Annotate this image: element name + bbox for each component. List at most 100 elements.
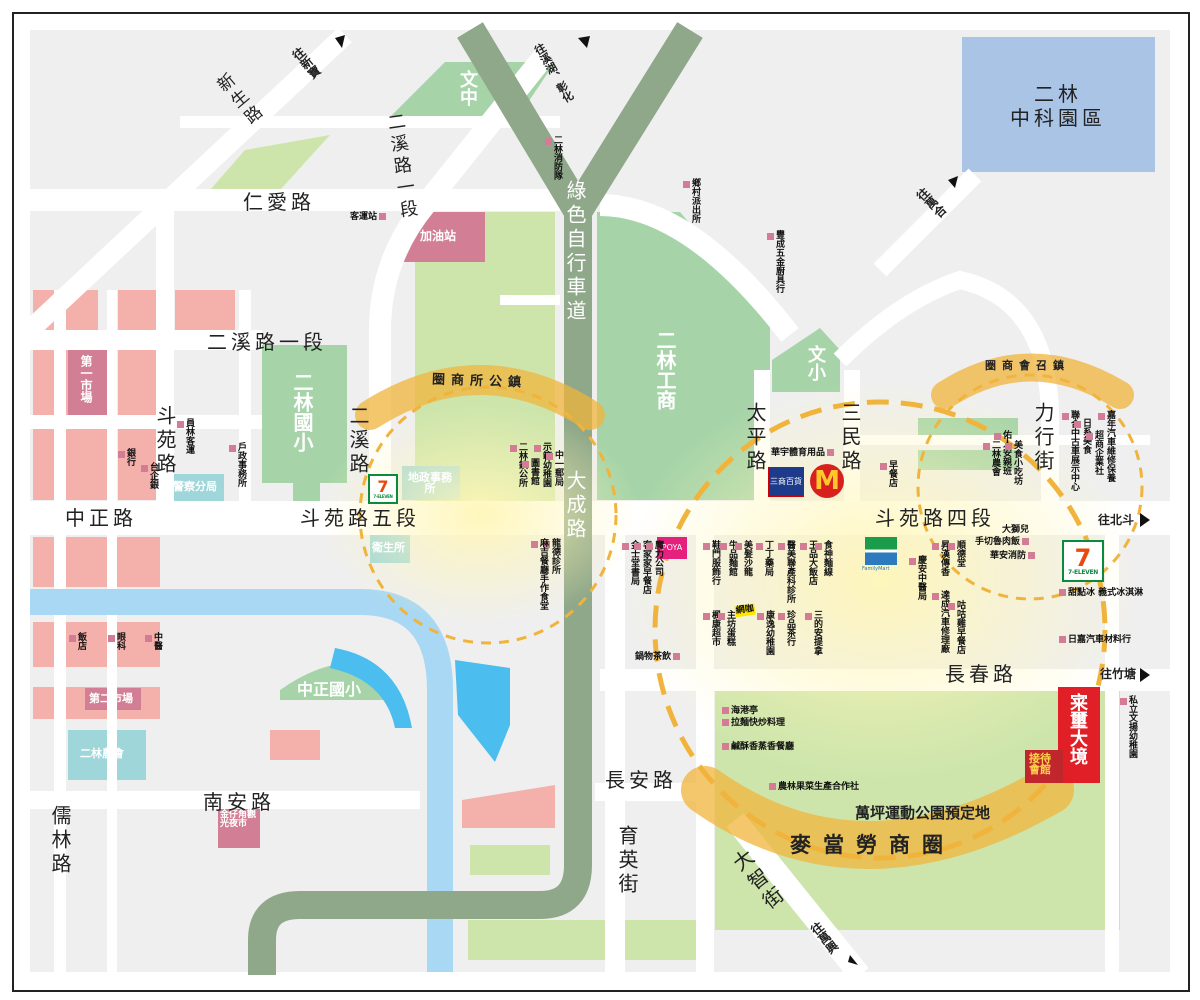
science-park-block: [962, 37, 1155, 172]
seven-eleven-logo-west: 7 7-ELEVEN: [368, 474, 398, 504]
poi: 台企銀: [141, 462, 158, 489]
poi: 農林果菜生產合作社: [767, 783, 859, 792]
familymart-label: FamilyMart: [862, 566, 890, 572]
road-zhongzheng: 中正路: [65, 506, 137, 530]
poi: 鄉村派出所: [683, 178, 700, 223]
poi: 戶政事務所: [229, 442, 246, 487]
poi: 魔力公司: [646, 540, 663, 576]
poi: 丁丁藥局: [756, 540, 773, 576]
poi: 牛品麵館: [720, 540, 737, 576]
zone-town-hall-label: 圈商所公鎮: [431, 372, 528, 391]
project-name[interactable]: 宷璽大境: [1067, 693, 1088, 765]
area-health: 衛生所: [372, 541, 405, 554]
area-zhongzheng-elementary: 中正國小: [297, 680, 362, 699]
poi: 康逸幼稚園: [757, 610, 774, 655]
zone-band-mcd: [681, 766, 1074, 869]
poi: 珍品茶行: [778, 610, 795, 646]
zone-assoc-label: 圈商會召鎮: [985, 359, 1070, 372]
road-douyuan-4: 斗苑路四段: [875, 506, 995, 530]
poi: 食神麵線: [815, 540, 832, 576]
road-sanmin: 三民路: [838, 402, 862, 474]
poi: 華安消防: [990, 552, 1037, 561]
road-bikeway: 綠色自行車道: [563, 180, 587, 324]
area-police: 警察分局: [173, 480, 217, 493]
poi: 玉品大飯店: [800, 540, 817, 585]
poi: 客運站: [350, 213, 388, 222]
market-1-block: [68, 345, 107, 418]
poi: 中一郵局: [546, 450, 563, 486]
zone-band-assoc: [931, 353, 1134, 409]
reception-block: [1025, 750, 1063, 783]
road-renai: 仁愛路: [243, 190, 315, 214]
road-yuying: 育英街: [615, 825, 639, 897]
seven-eleven-icon: 7: [1074, 544, 1092, 572]
poi: 鹹酥香蒸香餐廳: [720, 743, 794, 752]
road-erxi: 二溪路: [346, 405, 370, 477]
project-block: [1058, 687, 1100, 783]
reception-label[interactable]: 接待會館: [1029, 752, 1051, 776]
poi: 飯店: [69, 632, 86, 650]
road-taiping: 太平路: [743, 402, 767, 474]
poi: 美食小吃坊: [1005, 440, 1022, 485]
direction-zhutang: 往竹塘: [1100, 667, 1137, 681]
seven-eleven-label: 7-ELEVEN: [373, 494, 393, 499]
poi: 美髮沙龍: [735, 540, 752, 576]
poi: 嘉年汽車維修保養: [1098, 410, 1115, 482]
night-market-block: [218, 808, 260, 848]
area-erlin-vocational: 二林工商: [653, 330, 677, 410]
poi: 醫美聯產科診所: [778, 540, 795, 603]
bikeway: [248, 205, 592, 975]
poi: 龍德診所: [543, 538, 560, 574]
area-night-market: 金仔角觀光夜市: [220, 810, 257, 829]
poi: 達成汽車修理廠: [932, 590, 949, 653]
area-market-1: 第一市場: [79, 355, 93, 403]
poi: 手切魯肉飯: [975, 538, 1031, 547]
road-changchun: 長春路: [945, 662, 1017, 686]
road-douyuan: 斗苑路: [153, 405, 177, 477]
poi: 楓康超市: [703, 610, 720, 646]
poi: 鞋門服飾行: [703, 540, 720, 585]
poi: 麻吉餐廳手作食堂: [531, 538, 548, 610]
road-erxi-1: 二溪路一段: [207, 330, 327, 354]
poi: 昇漢傳香: [932, 540, 949, 576]
poi: 鍋物茶飲: [635, 653, 682, 662]
road-rulin: 儒林路: [48, 805, 72, 877]
poi: 早餐店: [880, 460, 897, 487]
poi: 二林消防隊: [545, 135, 562, 180]
poi: 日嘉汽車材料行: [1057, 636, 1131, 645]
poi: 海港亭: [720, 707, 758, 716]
mcdonalds-logo: M: [810, 464, 844, 498]
poi: 慶安中醫局: [909, 555, 926, 600]
pond-west: [330, 648, 412, 728]
seven-eleven-icon: 7: [377, 477, 389, 496]
road-douyuan-5: 斗苑路五段: [300, 506, 420, 530]
direction-beidou: 往北斗: [1098, 513, 1135, 527]
direction-arrows: [335, 35, 1150, 965]
pond-east: [455, 660, 510, 762]
area-erlin-elementary: 二林國小: [290, 372, 314, 452]
poi: 私立文揚幼稚園: [1120, 695, 1137, 758]
poi: 甜點冰 義式冰淇淋: [1057, 589, 1143, 598]
poi: 三的安提拿: [805, 610, 822, 655]
rtmart-logo: 三商百貨: [768, 467, 804, 497]
rtmart-label: 三商百貨: [770, 477, 802, 486]
poi: 大獅兒: [1002, 525, 1030, 535]
seven-eleven-label: 7-ELEVEN: [1067, 569, 1099, 576]
area-gas-station: 加油站: [420, 229, 457, 243]
area-park: 萬坪運動公園預定地: [855, 804, 991, 822]
area-science-park: 二林 中科園區: [1010, 82, 1106, 130]
familymart-logo: [865, 537, 897, 565]
poya-logo: POYA: [657, 537, 687, 559]
road-lixing: 力行街: [1031, 402, 1055, 474]
road-nanan: 南安路: [203, 790, 275, 814]
poi: 銀行: [118, 448, 135, 466]
area-land-office: 地政事務所: [408, 471, 452, 495]
seven-eleven-logo-east: 7 7-ELEVEN: [1062, 540, 1104, 582]
poi: 豐成五金廚具行: [767, 230, 784, 293]
road-dacheng: 大成路: [563, 470, 587, 542]
zone-mcd-label: 麥當勞商圈: [790, 833, 955, 857]
area-market-2: 第二市場: [89, 692, 133, 705]
poi: 中醫: [145, 632, 162, 650]
poi: 華宇體育用品: [771, 449, 836, 458]
